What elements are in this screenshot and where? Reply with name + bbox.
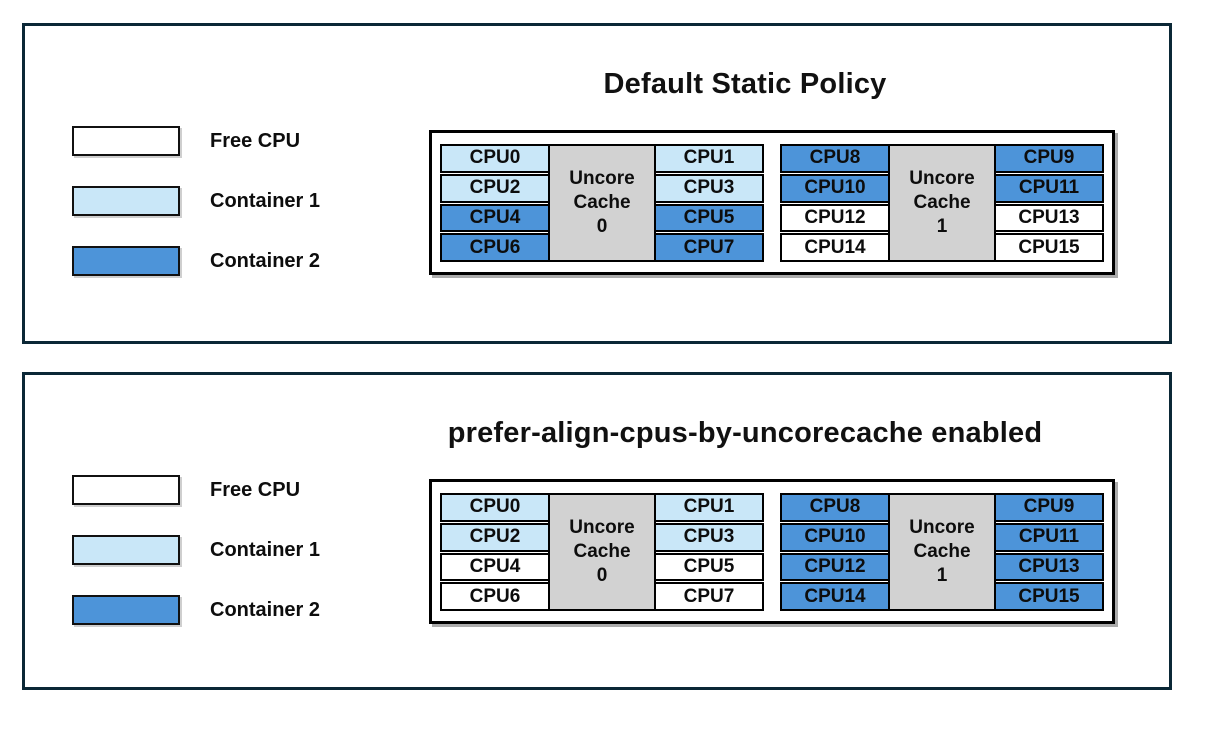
legend-swatch-free-cpu — [72, 475, 180, 505]
cpu-cell: CPU8 — [780, 493, 890, 522]
cpu-cell: CPU7 — [654, 233, 764, 262]
cpu-cell: CPU14 — [780, 582, 890, 611]
panel-title: Default Static Policy — [603, 68, 887, 100]
uncore-cache-1-box: Uncore Cache 1 — [888, 493, 996, 611]
cpu-cell: CPU9 — [994, 144, 1104, 173]
cpu-cell: CPU1 — [654, 144, 764, 173]
cpu-cell: CPU9 — [994, 493, 1104, 522]
legend-swatch-container-2 — [72, 595, 180, 625]
cpu-cell: CPU6 — [440, 582, 550, 611]
legend-swatch-free-cpu — [72, 126, 180, 156]
cpu-cell: CPU13 — [994, 552, 1104, 582]
cpu-cell: CPU0 — [440, 144, 550, 173]
cpu-cell: CPU13 — [994, 203, 1104, 233]
cpu-cell: CPU10 — [780, 522, 890, 552]
legend: Free CPU Container 1 Container 2 — [72, 475, 320, 655]
legend-item-container-2: Container 2 — [72, 246, 320, 276]
cpu-cell: CPU6 — [440, 233, 550, 262]
legend-swatch-container-1 — [72, 535, 180, 565]
panel-prefer-align-uncorecache-enabled: prefer-align-cpus-by-uncorecache enabled… — [22, 372, 1172, 690]
cpu-cell: CPU15 — [994, 233, 1104, 262]
legend-item-free-cpu: Free CPU — [72, 475, 320, 505]
cpu-cell: CPU15 — [994, 582, 1104, 611]
legend: Free CPU Container 1 Container 2 — [72, 126, 320, 306]
cpu-cell: CPU14 — [780, 233, 890, 262]
legend-label: Free CPU — [210, 478, 301, 501]
cpu-cell: CPU1 — [654, 493, 764, 522]
cpu-cell: CPU3 — [654, 522, 764, 552]
cpu-cell: CPU5 — [654, 203, 764, 233]
cpu-cell: CPU8 — [780, 144, 890, 173]
cpu-cell: CPU4 — [440, 203, 550, 233]
legend-label: Container 1 — [210, 538, 321, 561]
legend-label: Container 2 — [210, 249, 321, 272]
cpu-cell: CPU10 — [780, 173, 890, 203]
cpu-cell: CPU4 — [440, 552, 550, 582]
cpu-cell: CPU7 — [654, 582, 764, 611]
cpu-cell: CPU5 — [654, 552, 764, 582]
legend-swatch-container-1 — [72, 186, 180, 216]
cpu-cell: CPU11 — [994, 173, 1104, 203]
cpu-cell: CPU11 — [994, 522, 1104, 552]
uncore-cache-0-box: Uncore Cache 0 — [548, 144, 656, 262]
legend-item-free-cpu: Free CPU — [72, 126, 320, 156]
legend-label: Free CPU — [210, 129, 301, 152]
legend-item-container-2: Container 2 — [72, 595, 320, 625]
uncore-cache-1-box: Uncore Cache 1 — [888, 144, 996, 262]
legend-item-container-1: Container 1 — [72, 535, 320, 565]
cpu-cell: CPU12 — [780, 552, 890, 582]
cpu-cell: CPU0 — [440, 493, 550, 522]
uncore-cache-0-box: Uncore Cache 0 — [548, 493, 656, 611]
cpu-cell: CPU3 — [654, 173, 764, 203]
legend-label: Container 2 — [210, 598, 321, 621]
legend-item-container-1: Container 1 — [72, 186, 320, 216]
legend-swatch-container-2 — [72, 246, 180, 276]
cpu-cell: CPU2 — [440, 173, 550, 203]
cpu-cell: CPU12 — [780, 203, 890, 233]
cpu-cell: CPU2 — [440, 522, 550, 552]
panel-title: prefer-align-cpus-by-uncorecache enabled — [447, 417, 1043, 449]
legend-label: Container 1 — [210, 189, 321, 212]
panel-default-static-policy: Default Static Policy Free CPU Container… — [22, 23, 1172, 344]
